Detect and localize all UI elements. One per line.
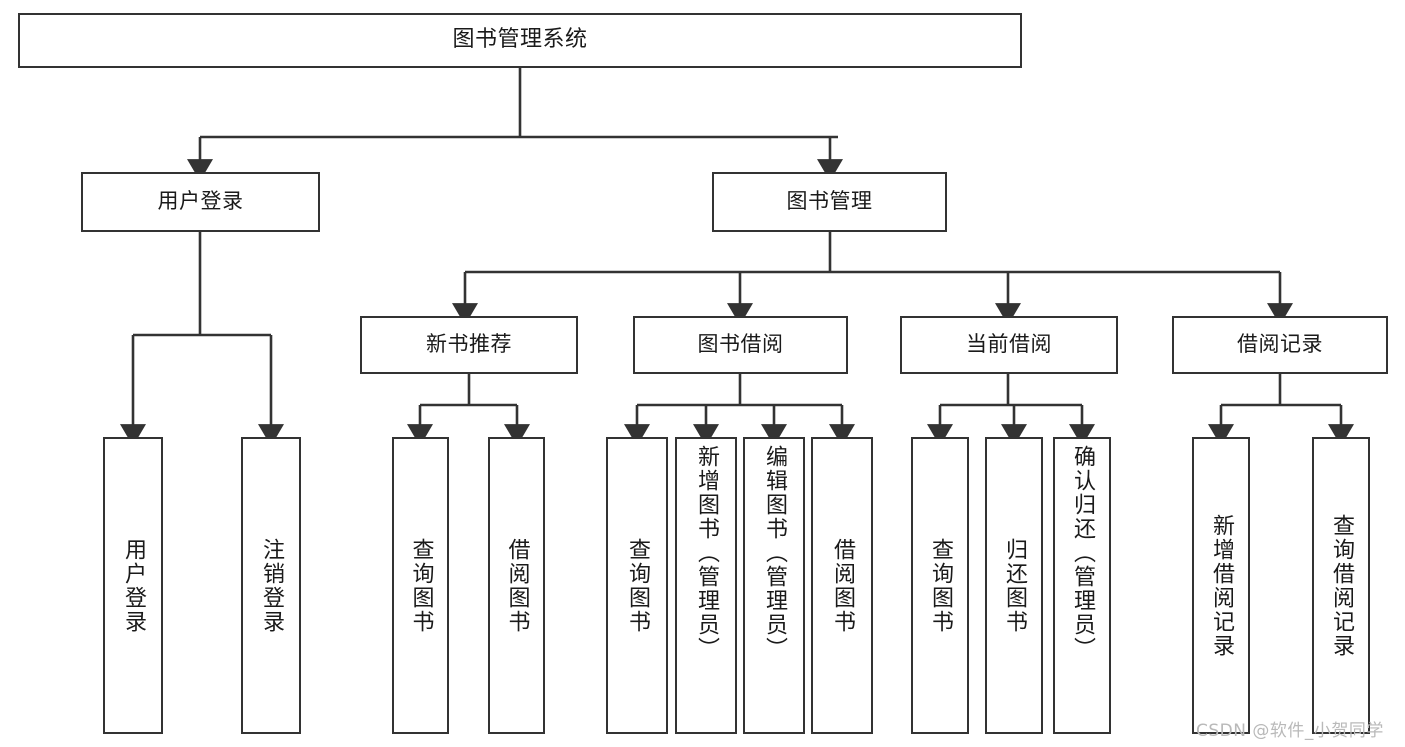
node-leaf-query-book-recommend-label: 查询图书 [408,537,434,634]
node-leaf-borrow-book-recommend[interactable]: 借阅图书 [488,437,545,734]
node-leaf-user-login[interactable]: 用户登录 [103,437,163,734]
node-leaf-query-book-borrow[interactable]: 查询图书 [606,437,668,734]
node-borrow-record[interactable]: 借阅记录 [1172,316,1388,374]
node-leaf-borrow-book-label: 借阅图书 [830,537,855,634]
node-leaf-query-book-current[interactable]: 查询图书 [911,437,969,734]
node-leaf-query-borrow-record[interactable]: 查询借阅记录 [1312,437,1370,734]
node-leaf-logout-label: 注销登录 [259,537,284,634]
node-leaf-borrow-book-recommend-label: 借阅图书 [504,537,530,634]
node-current-borrow[interactable]: 当前借阅 [900,316,1118,374]
node-borrow-record-label: 借阅记录 [1237,332,1323,357]
node-book-management[interactable]: 图书管理 [712,172,947,232]
node-leaf-add-borrow-record-label: 新增借阅记录 [1209,513,1234,658]
node-leaf-logout[interactable]: 注销登录 [241,437,301,734]
node-leaf-query-book-borrow-label: 查询图书 [625,537,650,634]
node-leaf-query-book-current-label: 查询图书 [928,537,953,634]
node-leaf-query-borrow-record-label: 查询借阅记录 [1329,513,1354,658]
node-leaf-borrow-book[interactable]: 借阅图书 [811,437,873,734]
node-user-login-label: 用户登录 [157,189,244,214]
node-leaf-confirm-return-admin[interactable]: 确认归还（管理员） [1053,437,1111,734]
node-leaf-return-book-label: 归还图书 [1002,537,1027,634]
node-leaf-edit-book-admin-label: 编辑图书（管理员） [762,445,787,661]
node-root[interactable]: 图书管理系统 [18,13,1022,68]
node-book-management-label: 图书管理 [786,189,873,214]
node-leaf-edit-book-admin[interactable]: 编辑图书（管理员） [743,437,805,734]
node-new-book-recommend-label: 新书推荐 [426,332,512,357]
node-leaf-add-borrow-record[interactable]: 新增借阅记录 [1192,437,1250,734]
node-current-borrow-label: 当前借阅 [966,332,1052,357]
node-leaf-user-login-label: 用户登录 [121,537,146,634]
node-leaf-return-book[interactable]: 归还图书 [985,437,1043,734]
node-leaf-add-book-admin[interactable]: 新增图书（管理员） [675,437,737,734]
node-user-login[interactable]: 用户登录 [81,172,320,232]
csdn-watermark: CSDN @软件_小贺同学 [1196,721,1384,741]
node-leaf-add-book-admin-label: 新增图书（管理员） [694,445,719,661]
node-book-borrow-label: 图书借阅 [697,332,784,357]
node-book-borrow[interactable]: 图书借阅 [633,316,848,374]
node-new-book-recommend[interactable]: 新书推荐 [360,316,578,374]
node-leaf-confirm-return-admin-label: 确认归还（管理员） [1070,445,1095,661]
node-leaf-query-book-recommend[interactable]: 查询图书 [392,437,449,734]
node-root-label: 图书管理系统 [452,27,588,53]
